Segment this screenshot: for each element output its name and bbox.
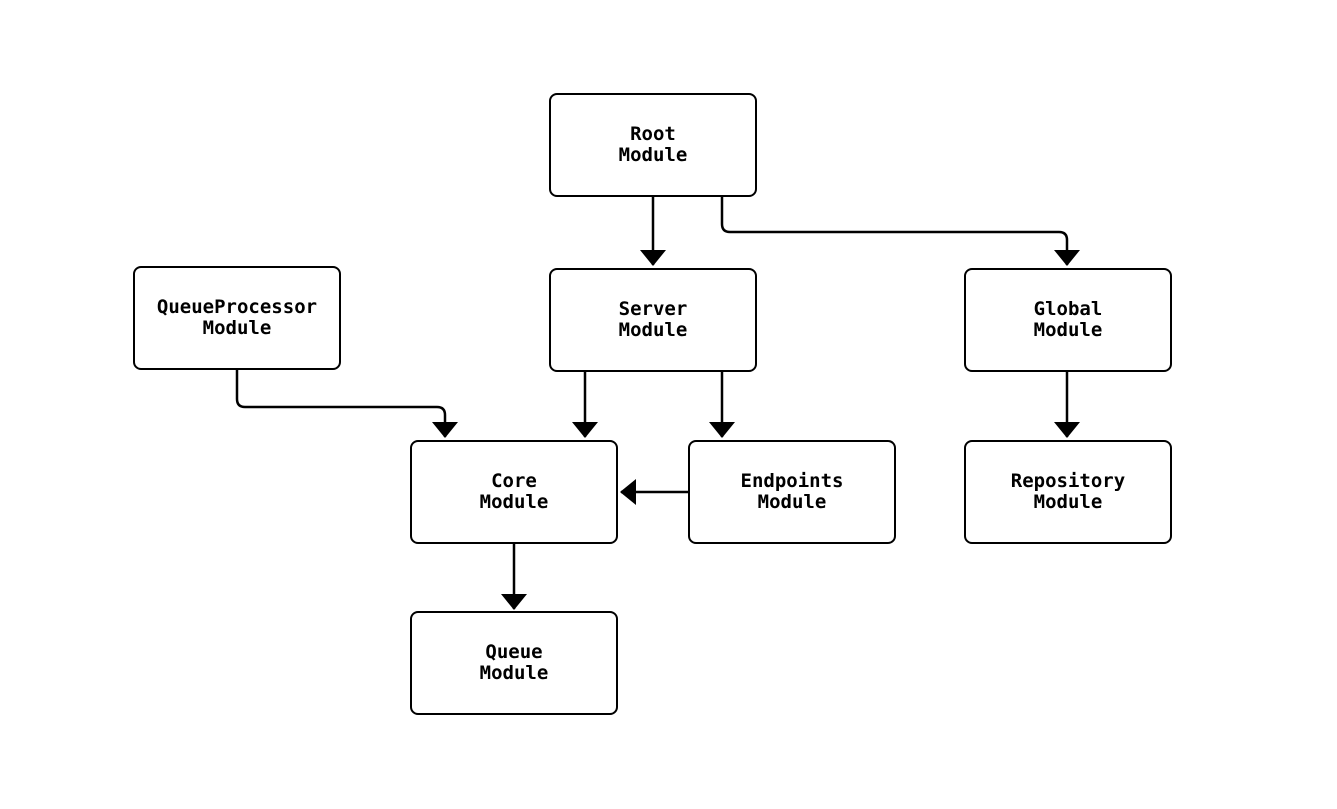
node-global-module: Global Module xyxy=(964,268,1172,372)
node-core-module: Core Module xyxy=(410,440,618,544)
node-root-module: Root Module xyxy=(549,93,757,197)
node-queue-module: Queue Module xyxy=(410,611,618,715)
node-repository-module: Repository Module xyxy=(964,440,1172,544)
node-queueprocessor-module: QueueProcessor Module xyxy=(133,266,341,370)
node-endpoints-module: Endpoints Module xyxy=(688,440,896,544)
edge-queueprocessor-to-core xyxy=(235,370,458,438)
node-server-module: Server Module xyxy=(549,268,757,372)
edge-root-to-global xyxy=(720,197,1080,266)
